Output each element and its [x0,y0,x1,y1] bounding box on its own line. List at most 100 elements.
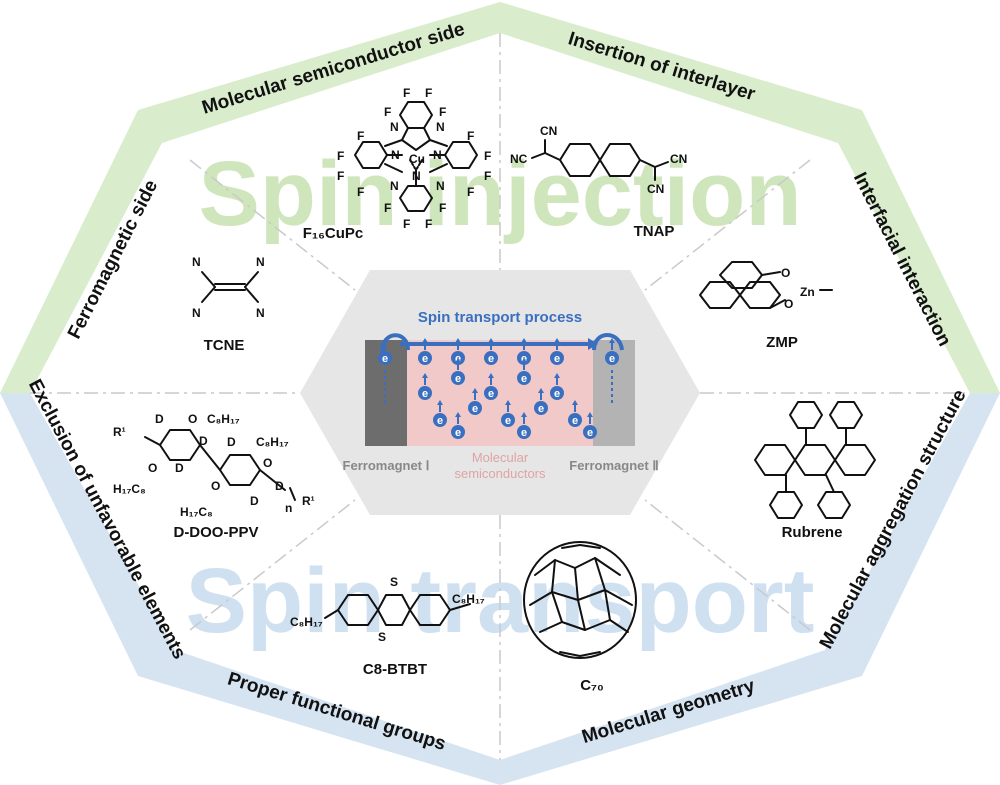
svg-text:n: n [285,501,292,515]
electron: e [484,338,498,365]
svg-text:e: e [472,403,478,415]
molecule-c8btbt: S S C₈H₁₇ C₈H₁₇ [290,575,485,644]
svg-text:N: N [390,120,399,134]
svg-text:C₈H₁₇: C₈H₁₇ [256,435,289,449]
svg-text:F: F [439,105,446,119]
svg-text:e: e [521,427,527,439]
svg-text:O: O [263,456,272,470]
svg-text:F: F [384,105,391,119]
label-molecular-aggregation-structure: Molecular aggregation structure [816,386,971,652]
electron: e [433,400,447,427]
svg-text:C₈H₁₇: C₈H₁₇ [207,412,240,426]
svg-text:C₈H₁₇: C₈H₁₇ [452,592,485,606]
molecule-tnap: CN NC CN CN [510,124,687,196]
electron: e [501,400,515,427]
svg-text:F: F [425,86,432,100]
svg-text:e: e [521,373,527,385]
svg-text:O: O [781,266,790,280]
dividers [30,33,970,760]
electron: e [451,358,465,385]
molecule-rubrene [754,401,876,519]
label-exclusion-of-unfavorable-elements: Exclusion of unfavorable elements [24,376,190,663]
electron: e [468,388,482,415]
electron: e [550,338,564,365]
svg-text:D: D [250,494,259,508]
label-molecular-semiconductor-side: Molecular semiconductor side [200,19,468,119]
svg-text:O: O [148,461,157,475]
molecule-c70 [523,541,637,659]
svg-text:C₈H₁₇: C₈H₁₇ [290,615,323,629]
svg-text:e: e [587,427,593,439]
molecule-f16cupc: F F F F N N F F N N Cu F F F F F F N N N… [337,86,491,231]
svg-text:e: e [382,353,388,365]
svg-text:Cu: Cu [409,152,425,166]
svg-text:F: F [484,169,491,183]
svg-text:S: S [378,630,386,644]
electron: e [534,388,548,415]
svg-text:e: e [554,353,560,365]
semiconductor-block [407,340,593,446]
svg-text:F: F [484,149,491,163]
svg-text:e: e [505,415,511,427]
svg-text:e: e [437,415,443,427]
electron: e [451,412,465,439]
svg-text:D: D [155,412,164,426]
name-rubrene: Rubrene [782,524,843,541]
svg-text:e: e [488,353,494,365]
svg-text:e: e [455,427,461,439]
svg-text:e: e [455,373,461,385]
name-f16cupc: F₁₆CuPc [303,225,364,242]
svg-text:R¹: R¹ [302,494,315,508]
svg-text:F: F [357,129,364,143]
svg-text:F: F [337,169,344,183]
svg-text:Zn: Zn [800,285,815,299]
svg-text:e: e [422,388,428,400]
svg-text:F: F [403,86,410,100]
svg-text:F: F [467,185,474,199]
svg-text:R¹: R¹ [113,425,126,439]
electron: e [550,373,564,400]
label-semiconductor-1: Molecular [472,450,529,465]
svg-text:D: D [275,479,284,493]
svg-text:e: e [538,403,544,415]
name-zmp: ZMP [766,334,798,351]
electron: e [517,358,531,385]
svg-text:NC: NC [510,152,528,166]
svg-text:N: N [391,148,400,162]
name-dooppv: D-DOO-PPV [173,524,258,541]
svg-text:CN: CN [647,182,664,196]
spin-device: eeeeeeeeeeeeeeeeeeee [365,333,635,446]
svg-text:N: N [433,148,442,162]
label-ferromagnet-1: Ferromagnet Ⅰ [343,458,430,473]
molecule-dooppv: R¹ D O C₈H₁₇ D D C₈H₁₇ O D O H₁₇C₈ O D D… [113,412,315,519]
label-semiconductor-2: semiconductors [454,466,546,481]
svg-text:O: O [784,297,793,311]
svg-text:CN: CN [670,152,687,166]
molecule-tcne: N N N N [192,255,265,320]
electron: e [517,412,531,439]
electron: e [605,338,619,365]
electron: e [378,338,392,365]
svg-text:CN: CN [540,124,557,138]
svg-text:e: e [422,353,428,365]
svg-text:D: D [175,461,184,475]
name-tcne: TCNE [204,337,245,354]
svg-text:N: N [256,306,265,320]
label-insertion-of-interlayer: Insertion of interlayer [566,28,758,105]
svg-text:e: e [572,415,578,427]
svg-text:F: F [425,217,432,231]
svg-text:N: N [436,179,445,193]
svg-text:H₁₇C₈: H₁₇C₈ [180,505,213,519]
svg-text:N: N [412,169,421,183]
molecule-zmp: O O Zn [699,261,833,311]
electrons: eeeeeeeeeeeeeeeeeeee [378,338,619,439]
svg-text:e: e [554,388,560,400]
center-title: Spin transport process [418,309,582,326]
band-blue-bottom [0,393,1000,785]
svg-text:F: F [337,149,344,163]
svg-text:N: N [256,255,265,269]
svg-text:N: N [436,120,445,134]
svg-text:e: e [609,353,615,365]
